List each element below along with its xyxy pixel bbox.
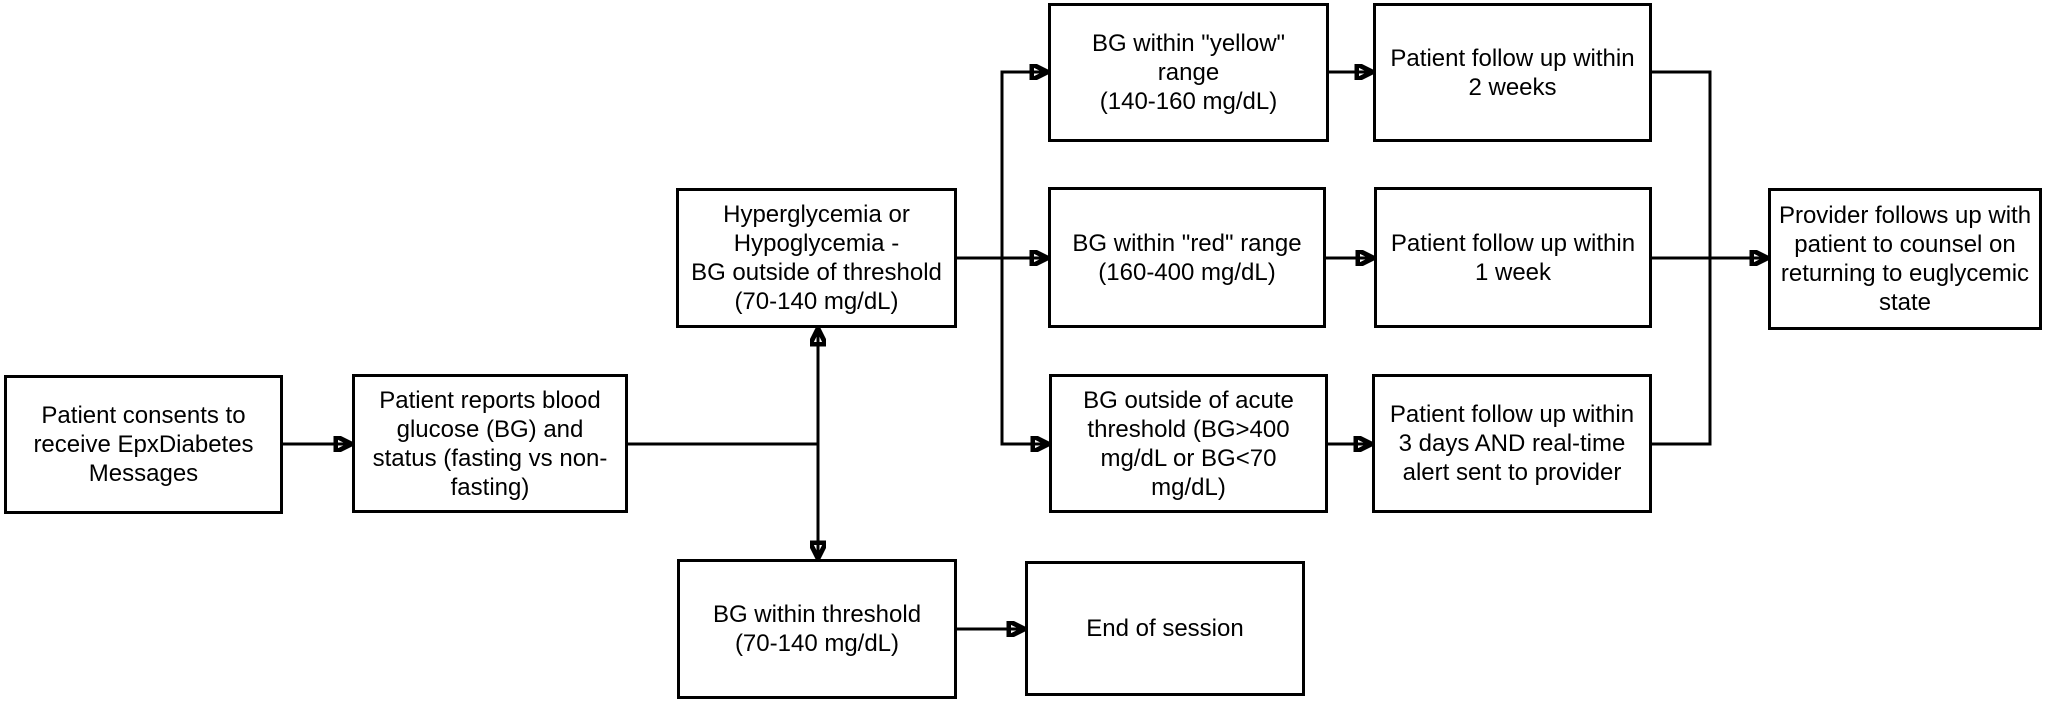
node-end-of-session: End of session xyxy=(1025,561,1305,696)
node-bg-red-range: BG within "red" range (160-400 mg/dL) xyxy=(1048,187,1326,328)
node-followup-1-week: Patient follow up within 1 week xyxy=(1374,187,1652,328)
node-patient-consents-label: Patient consents to receive EpxDiabetes … xyxy=(33,402,254,487)
node-followup-3-days-alert: Patient follow up within 3 days AND real… xyxy=(1372,374,1652,513)
node-patient-reports-bg: Patient reports blood glucose (BG) and s… xyxy=(352,374,628,513)
node-bg-within-threshold: BG within threshold (70-140 mg/dL) xyxy=(677,559,957,699)
node-bg-yellow-range: BG within "yellow" range (140-160 mg/dL) xyxy=(1048,3,1329,142)
node-provider-follows-up-label: Provider follows up with patient to coun… xyxy=(1778,202,2032,316)
node-followup-2-weeks-label: Patient follow up within 2 weeks xyxy=(1390,44,1635,101)
node-hyperglycemia-hypoglycemia: Hyperglycemia or Hypoglycemia - BG outsi… xyxy=(676,188,957,328)
node-bg-acute-threshold: BG outside of acute threshold (BG>400 mg… xyxy=(1049,374,1328,513)
node-patient-consents: Patient consents to receive EpxDiabetes … xyxy=(4,375,283,514)
node-bg-red-range-label: BG within "red" range (160-400 mg/dL) xyxy=(1072,229,1302,286)
node-end-of-session-label: End of session xyxy=(1086,615,1244,642)
node-followup-3-days-alert-label: Patient follow up within 3 days AND real… xyxy=(1389,401,1635,486)
node-bg-yellow-range-label: BG within "yellow" range (140-160 mg/dL) xyxy=(1091,30,1286,115)
node-followup-2-weeks: Patient follow up within 2 weeks xyxy=(1373,3,1652,142)
node-provider-follows-up: Provider follows up with patient to coun… xyxy=(1768,188,2042,330)
node-bg-within-threshold-label: BG within threshold (70-140 mg/dL) xyxy=(712,601,922,657)
node-followup-1-week-label: Patient follow up within 1 week xyxy=(1390,229,1636,286)
node-patient-reports-bg-label: Patient reports blood glucose (BG) and s… xyxy=(372,386,608,501)
node-hyperglycemia-hypoglycemia-label: Hyperglycemia or Hypoglycemia - BG outsi… xyxy=(691,201,942,315)
node-bg-acute-threshold-label: BG outside of acute threshold (BG>400 mg… xyxy=(1083,386,1294,501)
